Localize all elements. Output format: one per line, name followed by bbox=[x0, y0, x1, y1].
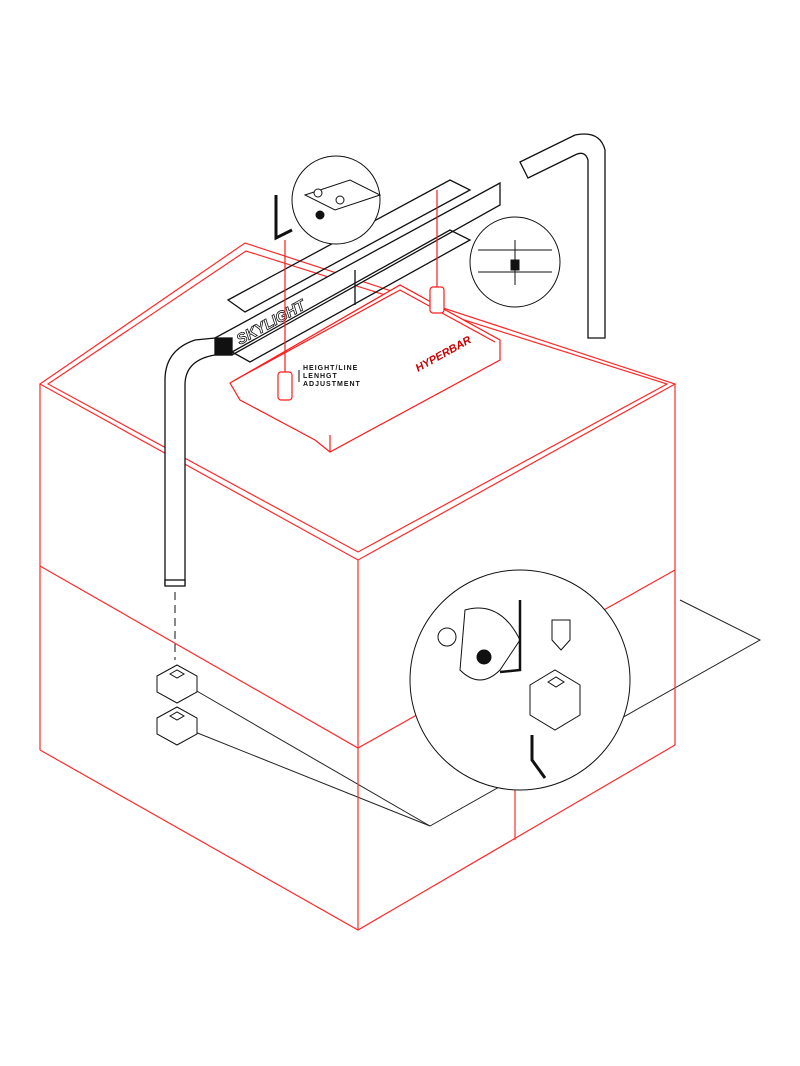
annotation-line-3: ADJUSTMENT bbox=[303, 381, 361, 388]
skylight-rail bbox=[164, 133, 606, 587]
mount-block-2 bbox=[156, 706, 198, 746]
detail-circle-suspension bbox=[469, 216, 561, 308]
hex-key-icon bbox=[274, 195, 293, 241]
annotation-line-2: LENHGT bbox=[303, 373, 338, 380]
height-adjustment-note: HEIGHT/LINE LENHGT ADJUSTMENT bbox=[298, 365, 361, 388]
annotation-line-1: HEIGHT/LINE bbox=[303, 365, 358, 372]
detail-circle-mount bbox=[409, 569, 631, 791]
hyperbar-fixture bbox=[229, 190, 501, 453]
detail-circle-connector bbox=[291, 155, 382, 245]
mount-block-1 bbox=[156, 664, 198, 704]
